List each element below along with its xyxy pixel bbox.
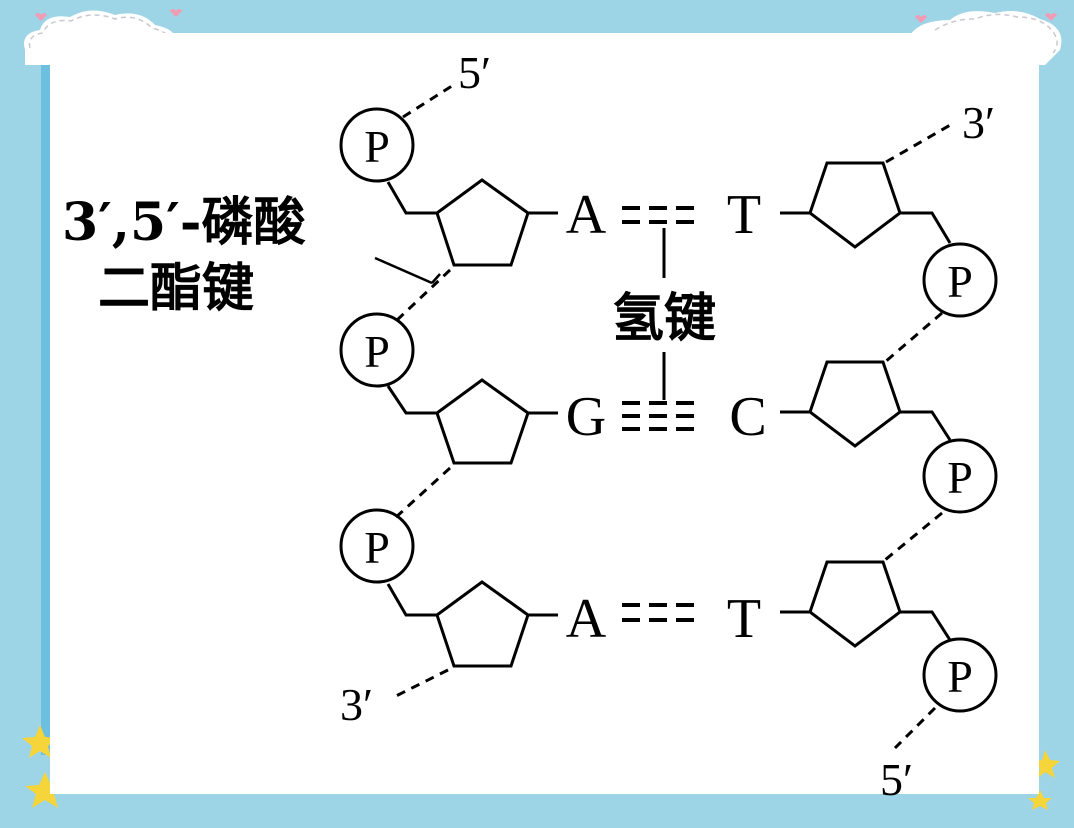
sugar-pentagon (808, 360, 902, 448)
base-left-2: G (566, 386, 606, 448)
heart-icon (170, 9, 182, 17)
backbone-dash (402, 82, 456, 119)
sugar-pentagon (808, 161, 902, 249)
base-right-3: T (727, 588, 761, 650)
phosphate-symbol: P (947, 256, 973, 307)
sugar-pentagon (435, 580, 530, 668)
heart-icon (915, 15, 927, 23)
sugar-pentagon (435, 378, 530, 465)
right-strand-5prime-label: 5′ (880, 754, 913, 805)
star-decoration-left (22, 725, 65, 808)
phosphate-symbol: P (947, 452, 973, 503)
left-strand-3prime-label: 3′ (340, 679, 373, 730)
phosphate-symbol: P (364, 121, 390, 172)
sugar-pentagon (435, 178, 530, 267)
phosphate-symbol: P (364, 522, 390, 573)
phosphate-sugar-bond (386, 181, 437, 215)
heart-icon (35, 13, 47, 21)
phosphate-circle (922, 242, 998, 318)
phosphate-circle (922, 438, 998, 514)
phosphate-circle (339, 508, 415, 584)
frame-border-strip (41, 55, 51, 755)
right-strand-3prime-label: 3′ (962, 97, 995, 148)
phosphate-symbol: P (947, 651, 973, 702)
hydrogen-bond-label: 氢键 (612, 288, 716, 349)
heart-icon (1045, 13, 1057, 21)
phosphate-symbol: P (364, 326, 390, 377)
base-right-1: T (727, 184, 761, 246)
star-decoration-right (1028, 750, 1060, 810)
phosphodiester-bond-label-line1: 3′,5′-磷酸 (62, 192, 306, 253)
phosphate-circle (339, 107, 415, 183)
phosphate-circle (922, 637, 998, 713)
left-strand-5prime-label: 5′ (458, 47, 491, 98)
base-left-3: A (566, 588, 607, 650)
base-right-2: C (729, 386, 766, 448)
phosphate-circle (339, 312, 415, 388)
phosphodiester-bond-label-line2: 二酯键 (98, 258, 254, 319)
base-left-1: A (566, 184, 607, 246)
sugar-pentagon (808, 560, 902, 648)
